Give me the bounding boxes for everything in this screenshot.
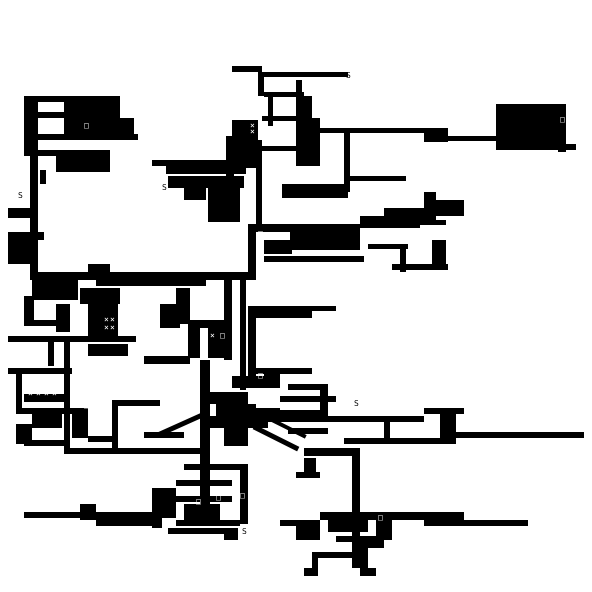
stair-glyph: S: [306, 567, 311, 576]
box-glyph: □: [560, 115, 565, 124]
cross-glyph: ×: [110, 323, 115, 332]
box-glyph: □: [196, 497, 201, 506]
stair-glyph: S: [58, 439, 63, 448]
stair-glyph: S: [242, 527, 247, 536]
stair-glyph: S: [354, 399, 359, 408]
stair-markers: S S S S S S S S S S S S S: [10, 71, 583, 576]
box-glyph: □: [84, 121, 89, 130]
box-glyph: □: [42, 121, 47, 130]
tile-markers: ×××××××××××××××□□□□□□□□□□□□□: [28, 99, 565, 522]
box-glyph: □: [216, 493, 221, 502]
box-glyph: □: [258, 229, 263, 238]
box-glyph: □: [378, 513, 383, 522]
box-glyph: □: [258, 371, 263, 380]
box-glyph: □: [122, 99, 127, 108]
cross-glyph: ×: [200, 331, 205, 340]
stair-glyph: S: [372, 217, 377, 226]
stair-glyph: S: [578, 431, 583, 440]
cross-glyph: ×: [104, 315, 109, 324]
stair-glyph: S: [370, 567, 375, 576]
right-corridor: [232, 306, 336, 418]
cross-glyph: ×: [36, 389, 41, 398]
box-glyph: □: [220, 331, 225, 340]
box-glyph: □: [240, 491, 245, 500]
main-corridor: [8, 264, 248, 452]
stair-glyph: S: [162, 183, 167, 192]
cross-glyph: ×: [258, 127, 263, 136]
stair-glyph: S: [346, 71, 351, 80]
bottom-building: [24, 464, 248, 540]
stair-glyph: S: [18, 191, 23, 200]
cross-glyph: ×: [200, 339, 205, 348]
bottom-right-structure: [280, 512, 528, 576]
stair-glyph: S: [10, 367, 15, 376]
central-hub: [152, 160, 464, 280]
cross-glyph: ×: [44, 389, 49, 398]
left-upper-building: [8, 96, 138, 280]
cross-glyph: ×: [104, 323, 109, 332]
cross-glyph: ×: [110, 315, 115, 324]
top-tower: [226, 66, 576, 230]
cross-glyph: ×: [250, 127, 255, 136]
cross-glyph: ×: [258, 121, 263, 130]
box-glyph: □: [84, 401, 89, 410]
cross-glyph: ×: [250, 121, 255, 130]
left-lower-building: [8, 368, 204, 454]
center-lower-hub: [144, 360, 584, 568]
stair-glyph: S: [10, 237, 15, 246]
cross-glyph: ×: [210, 331, 215, 340]
cross-glyph: ×: [28, 389, 33, 398]
box-glyph: □: [216, 469, 221, 478]
stair-glyph: S: [170, 527, 175, 536]
cross-glyph: ×: [52, 389, 57, 398]
